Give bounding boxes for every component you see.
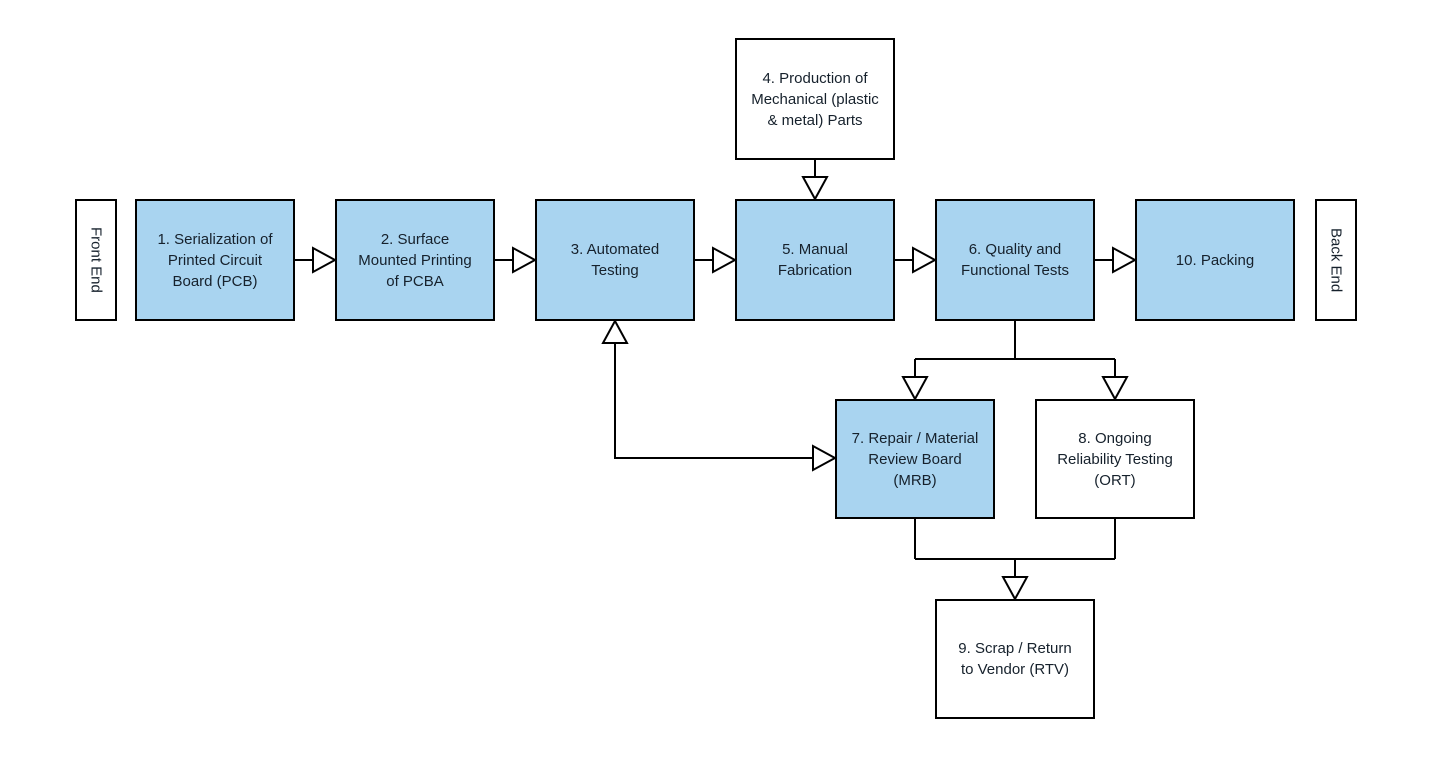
node-packing: 10. Packing xyxy=(1135,199,1295,321)
edge-5-6 xyxy=(895,246,938,274)
node-quality-functional-tests: 6. Quality and Functional Tests xyxy=(935,199,1095,321)
edge-1-2 xyxy=(295,246,338,274)
node-ongoing-reliability-testing: 8. Ongoing Reliability Testing (ORT) xyxy=(1035,399,1195,519)
edge-6-10 xyxy=(1095,246,1138,274)
node-surface-mounted-printing: 2. Surface Mounted Printing of PCBA xyxy=(335,199,495,321)
node-production-mechanical-parts: 4. Production of Mechanical (plastic & m… xyxy=(735,38,895,160)
lane-back-end: Back End xyxy=(1315,199,1357,321)
edge-6-7-8-split xyxy=(901,321,1129,402)
node-automated-testing: 3. Automated Testing xyxy=(535,199,695,321)
node-scrap-rtv: 9. Scrap / Return to Vendor (RTV) xyxy=(935,599,1095,719)
node-repair-mrb: 7. Repair / Material Review Board (MRB) xyxy=(835,399,995,519)
edge-4-5 xyxy=(801,160,829,202)
lane-front-end: Front End xyxy=(75,199,117,321)
node-serialization-pcb: 1. Serialization of Printed Circuit Boar… xyxy=(135,199,295,321)
edge-7-8-9-merge xyxy=(914,519,1116,602)
node-manual-fabrication: 5. Manual Fabrication xyxy=(735,199,895,321)
edge-3-5 xyxy=(695,246,738,274)
edge-2-3 xyxy=(495,246,538,274)
edge-7-3-feedback xyxy=(601,318,838,472)
